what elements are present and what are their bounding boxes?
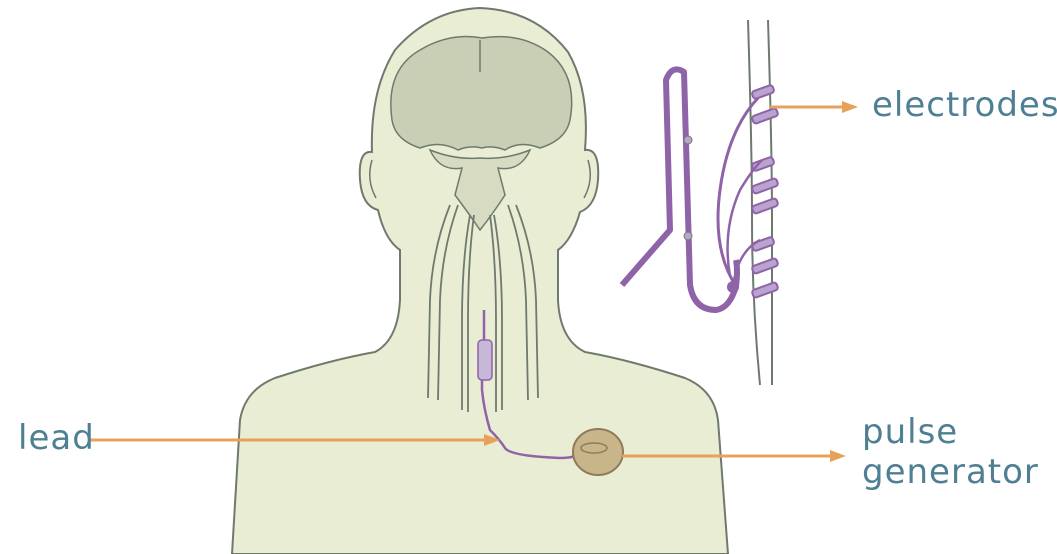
- pulse-generator-label-line1: pulse: [862, 412, 1039, 452]
- brain: [391, 37, 572, 151]
- lead-label: lead: [18, 418, 95, 458]
- electrode-coils: [751, 84, 778, 298]
- electrodes-label: electrodes: [872, 85, 1057, 125]
- inset-connector: [727, 281, 739, 293]
- electrodes-arrow: [770, 101, 858, 113]
- lead-coil: [478, 340, 492, 380]
- pulse-generator-label-line2: generator: [862, 452, 1039, 492]
- nerve-inset: [622, 20, 779, 385]
- pulse-generator-label: pulse generator: [862, 412, 1039, 492]
- nerve-trunk: [748, 20, 760, 385]
- pulse-generator-device: [573, 429, 623, 475]
